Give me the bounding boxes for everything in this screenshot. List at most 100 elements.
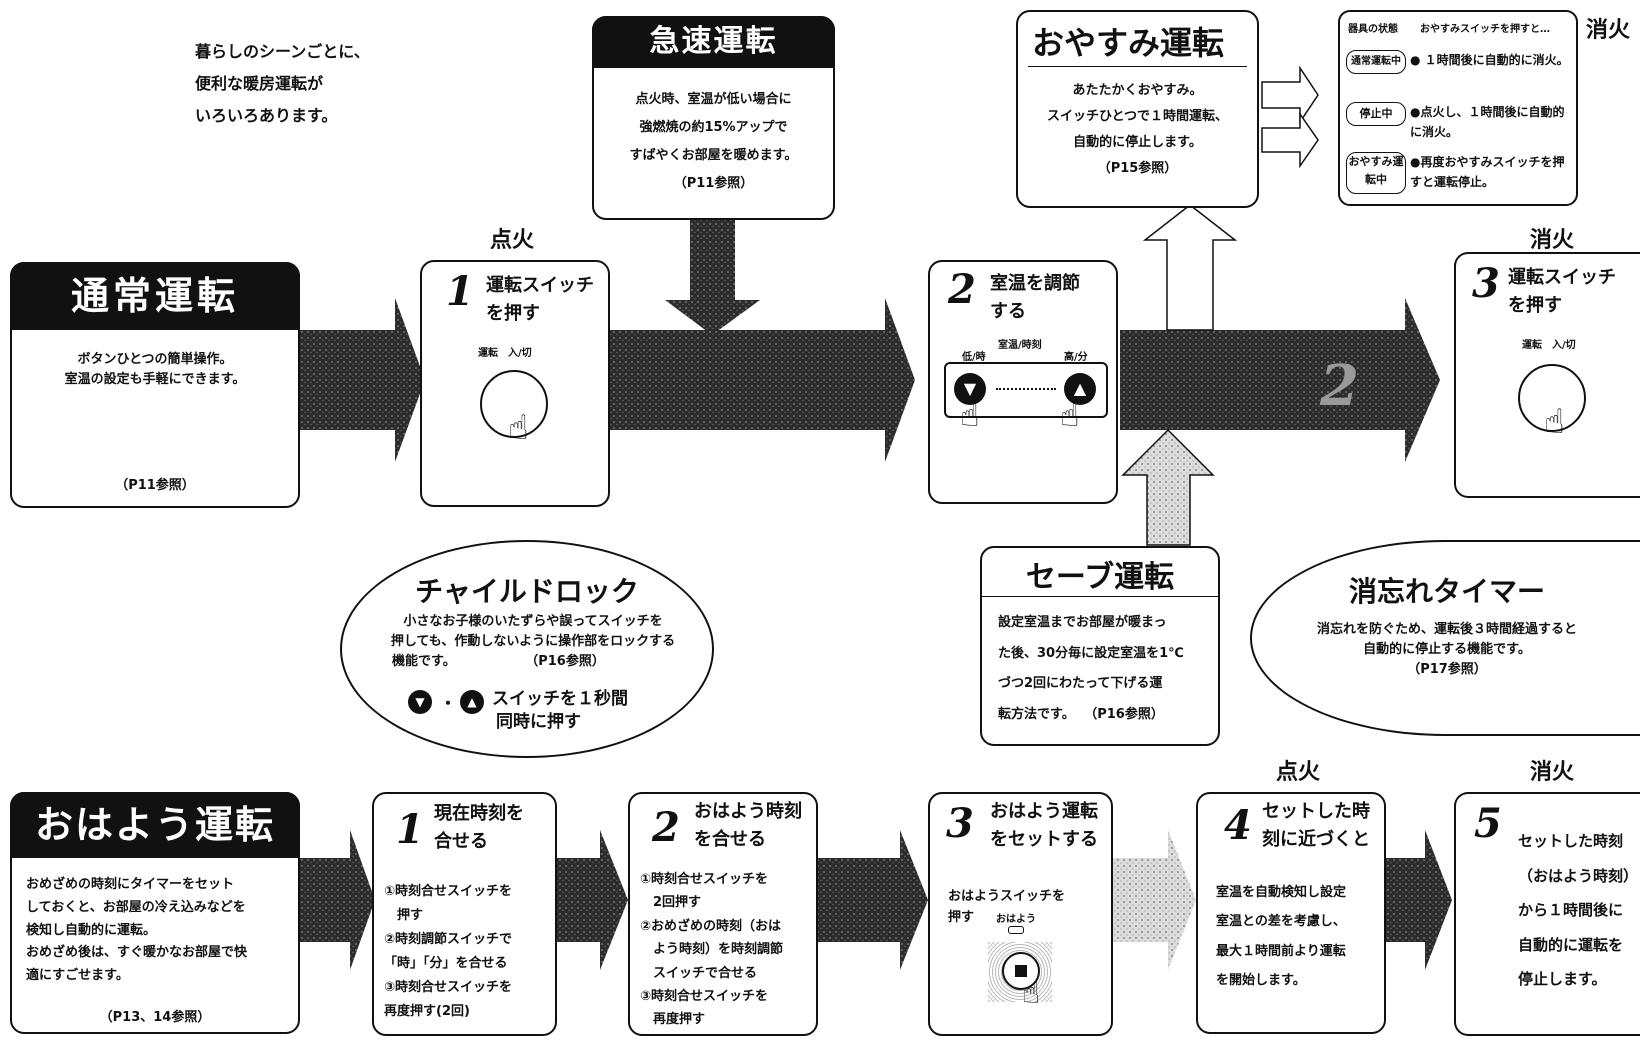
desc-line: 強燃焼の約15%アップで <box>639 119 788 135</box>
body-line: から１時間後に <box>1518 901 1624 919</box>
step-body: 室温を自動検知し設定 室温との差を考慮し、 最大１時間前より運転 を開始します。 <box>1216 878 1386 995</box>
desc-line: 押しても、作動しないように操作部をロックする <box>390 634 676 650</box>
morning-step3-card: 3 おはよう運転 をセットする おはようスイッチを 押す おはよう ☝ <box>928 792 1113 1036</box>
up-button[interactable]: ▲ <box>1064 373 1096 405</box>
morning-step4-card: 4 セットした時 刻に近づくと 室温を自動検知し設定 室温との差を考慮し、 最大… <box>1196 792 1386 1034</box>
step1-card: 1 運転スイッチ を押す 運転 入/切 ☝ <box>420 260 610 507</box>
desc-line: 転方法です。 <box>998 706 1075 722</box>
desc-line: た後、30分毎に設定室温を1℃ <box>998 645 1184 661</box>
desc-line: 小さなお子様のいたずらや誤ってスイッチを <box>403 614 663 629</box>
body-line: 2回押す <box>640 895 702 911</box>
step-title: 運転スイッチ を押す <box>1508 264 1616 320</box>
panel-label-left: 低/時 <box>962 352 986 363</box>
child-lock-oval: チャイルドロック 小さなお子様のいたずらや誤ってスイッチを 押しても、作動しない… <box>340 540 714 758</box>
title-line: する <box>990 300 1026 322</box>
pointing-hand-icon: ☝ <box>960 396 980 434</box>
intro-text: 暮らしのシーンごとに、 便利な暖房運転が いろいろあります。 <box>195 36 370 132</box>
body-line: 再度押す(2回) <box>384 1004 470 1020</box>
morning-step5-card: 5 セットした時刻 （おはよう時刻） から１時間後に 自動的に運転を 停止します… <box>1454 792 1640 1036</box>
down-button[interactable]: ▼ <box>954 373 986 405</box>
step-title: 現在時刻を 合せる <box>434 800 524 856</box>
rapid-operation-title: 急速運転 <box>592 16 835 68</box>
step-title: セットした時 刻に近づくと <box>1262 798 1370 854</box>
morning-button-label: おはよう <box>996 914 1036 925</box>
lower-arrow-seg4 <box>1113 830 1196 970</box>
state-action: ● １時間後に自動的に消火。 <box>1410 53 1569 67</box>
step-title: おはよう時刻 を合せる <box>694 798 802 854</box>
intro-line: いろいろあります。 <box>195 106 338 125</box>
divider <box>1028 66 1247 67</box>
title-line: 現在時刻を <box>434 803 524 824</box>
child-lock-ref: （P16参照） <box>531 654 605 670</box>
pointing-hand-icon: ☝ <box>508 408 529 448</box>
step-number: 4 <box>1224 802 1252 849</box>
rapid-operation-ref: （P11参照） <box>673 175 754 191</box>
ignite-label: 点火 <box>490 228 535 253</box>
body-line: セットした時刻 <box>1518 832 1624 850</box>
power-button[interactable] <box>1518 364 1586 432</box>
panel-label-right: 高/分 <box>1064 352 1088 363</box>
body-line: スイッチで合せる <box>640 965 758 981</box>
step-title: 運転スイッチ を押す <box>486 272 594 328</box>
body-line: 最大１時間前より運転 <box>1216 943 1346 959</box>
rapid-operation-card: 急速運転 点火時、室温が低い場合に 強燃焼の約15%アップで すばやくお部屋を暖… <box>592 16 835 220</box>
desc-line: あたたかくおやすみ。 <box>1072 83 1203 98</box>
step-number: 1 <box>396 806 424 853</box>
off-timer-oval: 消忘れタイマー 消忘れを防ぐため、運転後３時間経過すると 自動的に停止する機能で… <box>1250 540 1640 736</box>
step-body: ①時刻合せスイッチを 2回押す ②おめざめの時刻（おは よう時刻）を時刻調節 ス… <box>640 868 818 1032</box>
body-line: よう時刻）を時刻調節 <box>640 942 784 958</box>
body-line: おはようスイッチを <box>948 889 1066 904</box>
step-number: 2 <box>948 266 976 313</box>
title-line: 運転スイッチ <box>486 275 594 296</box>
step-body: おはようスイッチを 押す <box>948 886 1108 929</box>
sleep-operation-ref: （P15参照） <box>1097 161 1178 176</box>
desc-line: 検知し自動的に運転。 <box>26 922 157 938</box>
main-arrow-seg3 <box>1120 298 1440 462</box>
desc-line: 点火時、室温が低い場合に <box>635 92 792 107</box>
power-button[interactable] <box>480 370 548 438</box>
desc-line: しておくと、お部屋の冷え込みなどを <box>26 899 246 915</box>
ignite-label: 点火 <box>1276 760 1321 785</box>
sleep-table-card: 器具の状態 おやすみスイッチを押すと… 通常運転中 ● １時間後に自動的に消火。… <box>1338 10 1578 206</box>
step-title: おはよう運転 をセットする <box>990 798 1098 854</box>
off-timer-desc: 消忘れを防ぐため、運転後３時間経過すると 自動的に停止する機能です。 （P17参… <box>1252 620 1640 680</box>
save-operation-title: セーブ運転 <box>1025 560 1175 595</box>
body-line: ②時刻調節スイッチで <box>384 932 513 948</box>
body-line: 押す <box>948 910 975 926</box>
desc-line: おめざめ後は、すぐ暖かなお部屋で快 <box>26 945 248 961</box>
desc-line: 室温の設定も手軽にできます。 <box>64 372 246 388</box>
title-line: 室温を調節 <box>990 273 1080 294</box>
arrow-number: 2 <box>1319 353 1359 419</box>
body-line: （おはよう時刻） <box>1518 866 1639 885</box>
title-line: をセットする <box>990 828 1098 850</box>
up-button-icon: ▲ <box>460 690 484 714</box>
morning-button[interactable] <box>1002 952 1040 990</box>
normal-operation-ref: （P11参照） <box>115 478 195 493</box>
step-title: 室温を調節 する <box>990 270 1080 326</box>
pointing-hand-icon: ☝ <box>1060 396 1080 434</box>
temp-slider <box>996 388 1056 390</box>
indicator-lamp <box>1008 926 1024 934</box>
desc-line: すばやくお部屋を暖めます。 <box>629 147 798 163</box>
table-header-action: おやすみスイッチを押すと… <box>1420 24 1550 35</box>
step-number: 3 <box>946 800 974 847</box>
off-timer-title: 消忘れタイマー <box>1348 575 1545 608</box>
body-line: 室温を自動検知し設定 <box>1216 885 1347 900</box>
desc-line: づつ2回にわたって下げる運 <box>998 676 1163 692</box>
normal-operation-card: 通常運転 ボタンひとつの簡単操作。 室温の設定も手軽にできます。 （P11参照） <box>10 262 300 508</box>
table-header-state: 器具の状態 <box>1348 24 1398 35</box>
body-line: 停止します。 <box>1518 970 1607 988</box>
body-line: ①時刻合せスイッチを <box>640 872 769 887</box>
title-line: を押す <box>486 302 540 324</box>
title-line: おはよう運転 <box>990 801 1098 822</box>
control-panel: ▼ ▲ <box>944 362 1108 418</box>
title-line: 合せる <box>434 830 488 852</box>
sleep-operation-card: おやすみ運転 あたたかくおやすみ。 スイッチひとつで１時間運転、 自動的に停止し… <box>1016 10 1259 208</box>
lower-arrow-seg3 <box>818 830 928 970</box>
instruction-line: 同時に押す <box>496 711 581 732</box>
morning-operation-card: おはよう運転 おめざめの時刻にタイマーをセット しておくと、お部屋の冷え込みなど… <box>10 792 300 1034</box>
down-button-icon: ▼ <box>408 690 432 714</box>
step-body: ①時刻合せスイッチを 押す ②時刻調節スイッチで 「時」「分」を合せる ③時刻合… <box>384 880 556 1024</box>
save-operation-desc: 設定室温までお部屋が暖まっ た後、30分毎に設定室温を1℃ づつ2回にわたって下… <box>998 608 1208 730</box>
table-side-label: 消火 <box>1586 18 1631 43</box>
